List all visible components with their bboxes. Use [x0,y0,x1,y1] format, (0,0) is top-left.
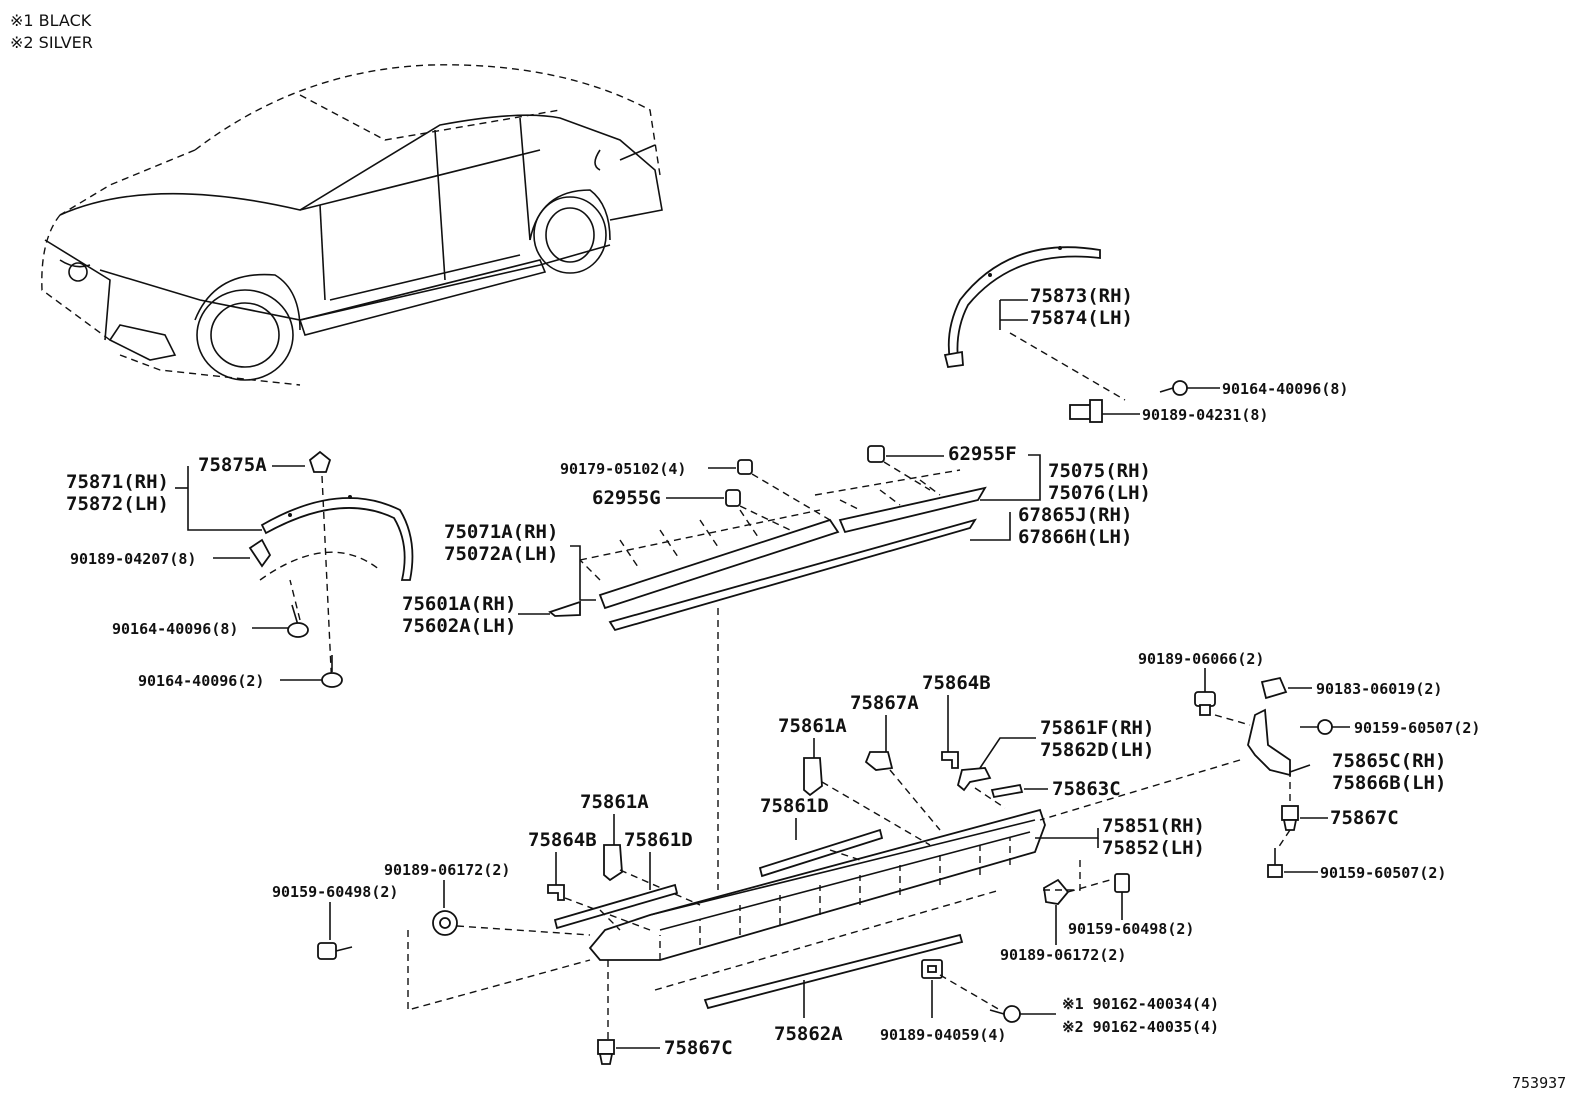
label-90159-60498-right: 90159-60498(2) [1068,920,1194,938]
door-moulding-group: 90179-05102(4) 62955G 62955F 75075(RH) 7… [402,443,1151,890]
rocker-clip-bracket[interactable] [941,751,959,769]
label-75866B: 75866B(LH) [1332,772,1446,794]
label-90164-40096-8-top: 90164-40096(8) [1222,380,1348,398]
label-75601A: 75601A(RH) [402,593,516,615]
label-75862A: 75862A [774,1023,843,1045]
clip-icon[interactable] [597,1039,615,1065]
clip-icon[interactable] [725,489,741,507]
rear-fender-liner-group: 75873(RH) 75874(LH) 90164-40096(8) 90189… [943,246,1348,424]
label-75873: 75873(RH) [1030,285,1133,307]
rocker-clip-upper[interactable] [803,757,823,797]
rocker-rear-bracket[interactable] [1247,708,1291,777]
label-75864B-top: 75864B [922,672,991,694]
label-90189-06172-left: 90189-06172(2) [384,861,510,879]
label-75863C: 75863C [1052,778,1121,800]
clip-icon[interactable] [1281,805,1299,831]
note-black: ※1 BLACK [10,11,92,30]
front-fender-liner-group: 75875A 75871(RH) 75872(LH) 90189-04207(8… [66,450,414,691]
label-90189-06172-right: 90189-06172(2) [1000,946,1126,964]
label-75075: 75075(RH) [1048,460,1151,482]
label-75852: 75852(LH) [1102,837,1205,859]
label-75864B-left: 75864B [528,829,597,851]
label-90189-04059: 90189-04059(4) [880,1026,1006,1044]
rocker-inner-strip-left[interactable] [553,883,679,930]
label-62955G: 62955G [592,487,661,509]
rocker-inner-strip[interactable] [758,828,884,878]
vehicle-illustration [41,64,663,386]
label-75861D-left: 75861D [624,829,693,851]
front-wheel-arch-moulding[interactable] [260,497,414,581]
label-75076: 75076(LH) [1048,482,1151,504]
label-90189-04231: 90189-04231(8) [1142,406,1268,424]
clip-icon[interactable] [432,910,458,936]
clip-icon[interactable] [308,450,332,473]
label-90179-05102: 90179-05102(4) [560,460,686,478]
label-90189-06066: 90189-06066(2) [1138,650,1264,668]
label-75862D: 75862D(LH) [1040,739,1154,761]
screw-icon[interactable] [1114,873,1130,908]
clip-icon[interactable] [864,751,894,771]
label-90164-40096-8-left: 90164-40096(8) [112,620,238,638]
label-75071A: 75071A(RH) [444,521,558,543]
clip-icon[interactable] [1260,676,1288,700]
door-moulding-end-cap[interactable] [548,600,581,617]
screw-icon[interactable] [321,655,343,688]
label-75851: 75851(RH) [1102,815,1205,837]
label-67866H: 67866H(LH) [1018,526,1132,548]
label-75867A: 75867A [850,692,919,714]
clip-icon[interactable] [1043,878,1070,905]
rocker-clip-bracket-left[interactable] [547,884,565,901]
label-90159-60507-top: 90159-60507(2) [1354,719,1480,737]
label-75874: 75874(LH) [1030,307,1133,329]
rocker-clip-left[interactable] [603,844,623,882]
label-90159-60507-bottom: 90159-60507(2) [1320,864,1446,882]
clip-icon[interactable] [248,538,272,568]
label-90162-40035: ※2 90162-40035(4) [1062,1018,1219,1036]
screw-icon[interactable] [317,942,353,960]
label-75867C-bottom: 75867C [664,1037,733,1059]
label-75875A: 75875A [198,454,267,476]
screw-icon[interactable] [1300,719,1333,735]
label-90162-40034: ※1 90162-40034(4) [1062,995,1219,1013]
label-90164-40096-2: 90164-40096(2) [138,672,264,690]
front-door-moulding[interactable] [598,518,840,610]
clip-icon[interactable] [1194,691,1216,716]
label-67865J: 67865J(RH) [1018,504,1132,526]
label-75861F: 75861F(RH) [1040,717,1154,739]
rocker-panel-group: 90189-06066(2) 90183-06019(2) 90159-6050… [272,650,1480,1065]
label-75865C: 75865C(RH) [1332,750,1446,772]
label-75872: 75872(LH) [66,493,169,515]
screw-icon[interactable] [1159,380,1188,396]
rocker-strip[interactable] [608,518,977,632]
label-90183-06019: 90183-06019(2) [1316,680,1442,698]
label-75602A: 75602A(LH) [402,615,516,637]
rocker-retainer[interactable] [956,767,992,792]
screw-icon[interactable] [1267,848,1283,878]
label-90189-04207: 90189-04207(8) [70,550,196,568]
label-90159-60498-left: 90159-60498(2) [272,883,398,901]
rear-door-moulding[interactable] [838,486,987,534]
label-75861A-top: 75861A [778,715,847,737]
screw-icon[interactable] [287,604,309,638]
label-75072A: 75072A(LH) [444,543,558,565]
label-75867C-right: 75867C [1330,807,1399,829]
label-75871: 75871(RH) [66,471,169,493]
rocker-lower-strip[interactable] [703,933,964,1010]
figure-id: 753937 [1512,1074,1566,1092]
label-75861D-mid: 75861D [760,795,829,817]
screw-icon[interactable] [989,1005,1021,1023]
note-silver: ※2 SILVER [10,33,93,52]
clip-icon[interactable] [1069,399,1103,423]
rocker-spacer[interactable] [990,783,1024,799]
rocker-panel[interactable] [588,808,1046,961]
clip-icon[interactable] [867,445,885,463]
clip-icon[interactable] [921,959,943,979]
label-75861A-left: 75861A [580,791,649,813]
label-62955F: 62955F [948,443,1017,465]
clip-icon[interactable] [737,459,753,475]
